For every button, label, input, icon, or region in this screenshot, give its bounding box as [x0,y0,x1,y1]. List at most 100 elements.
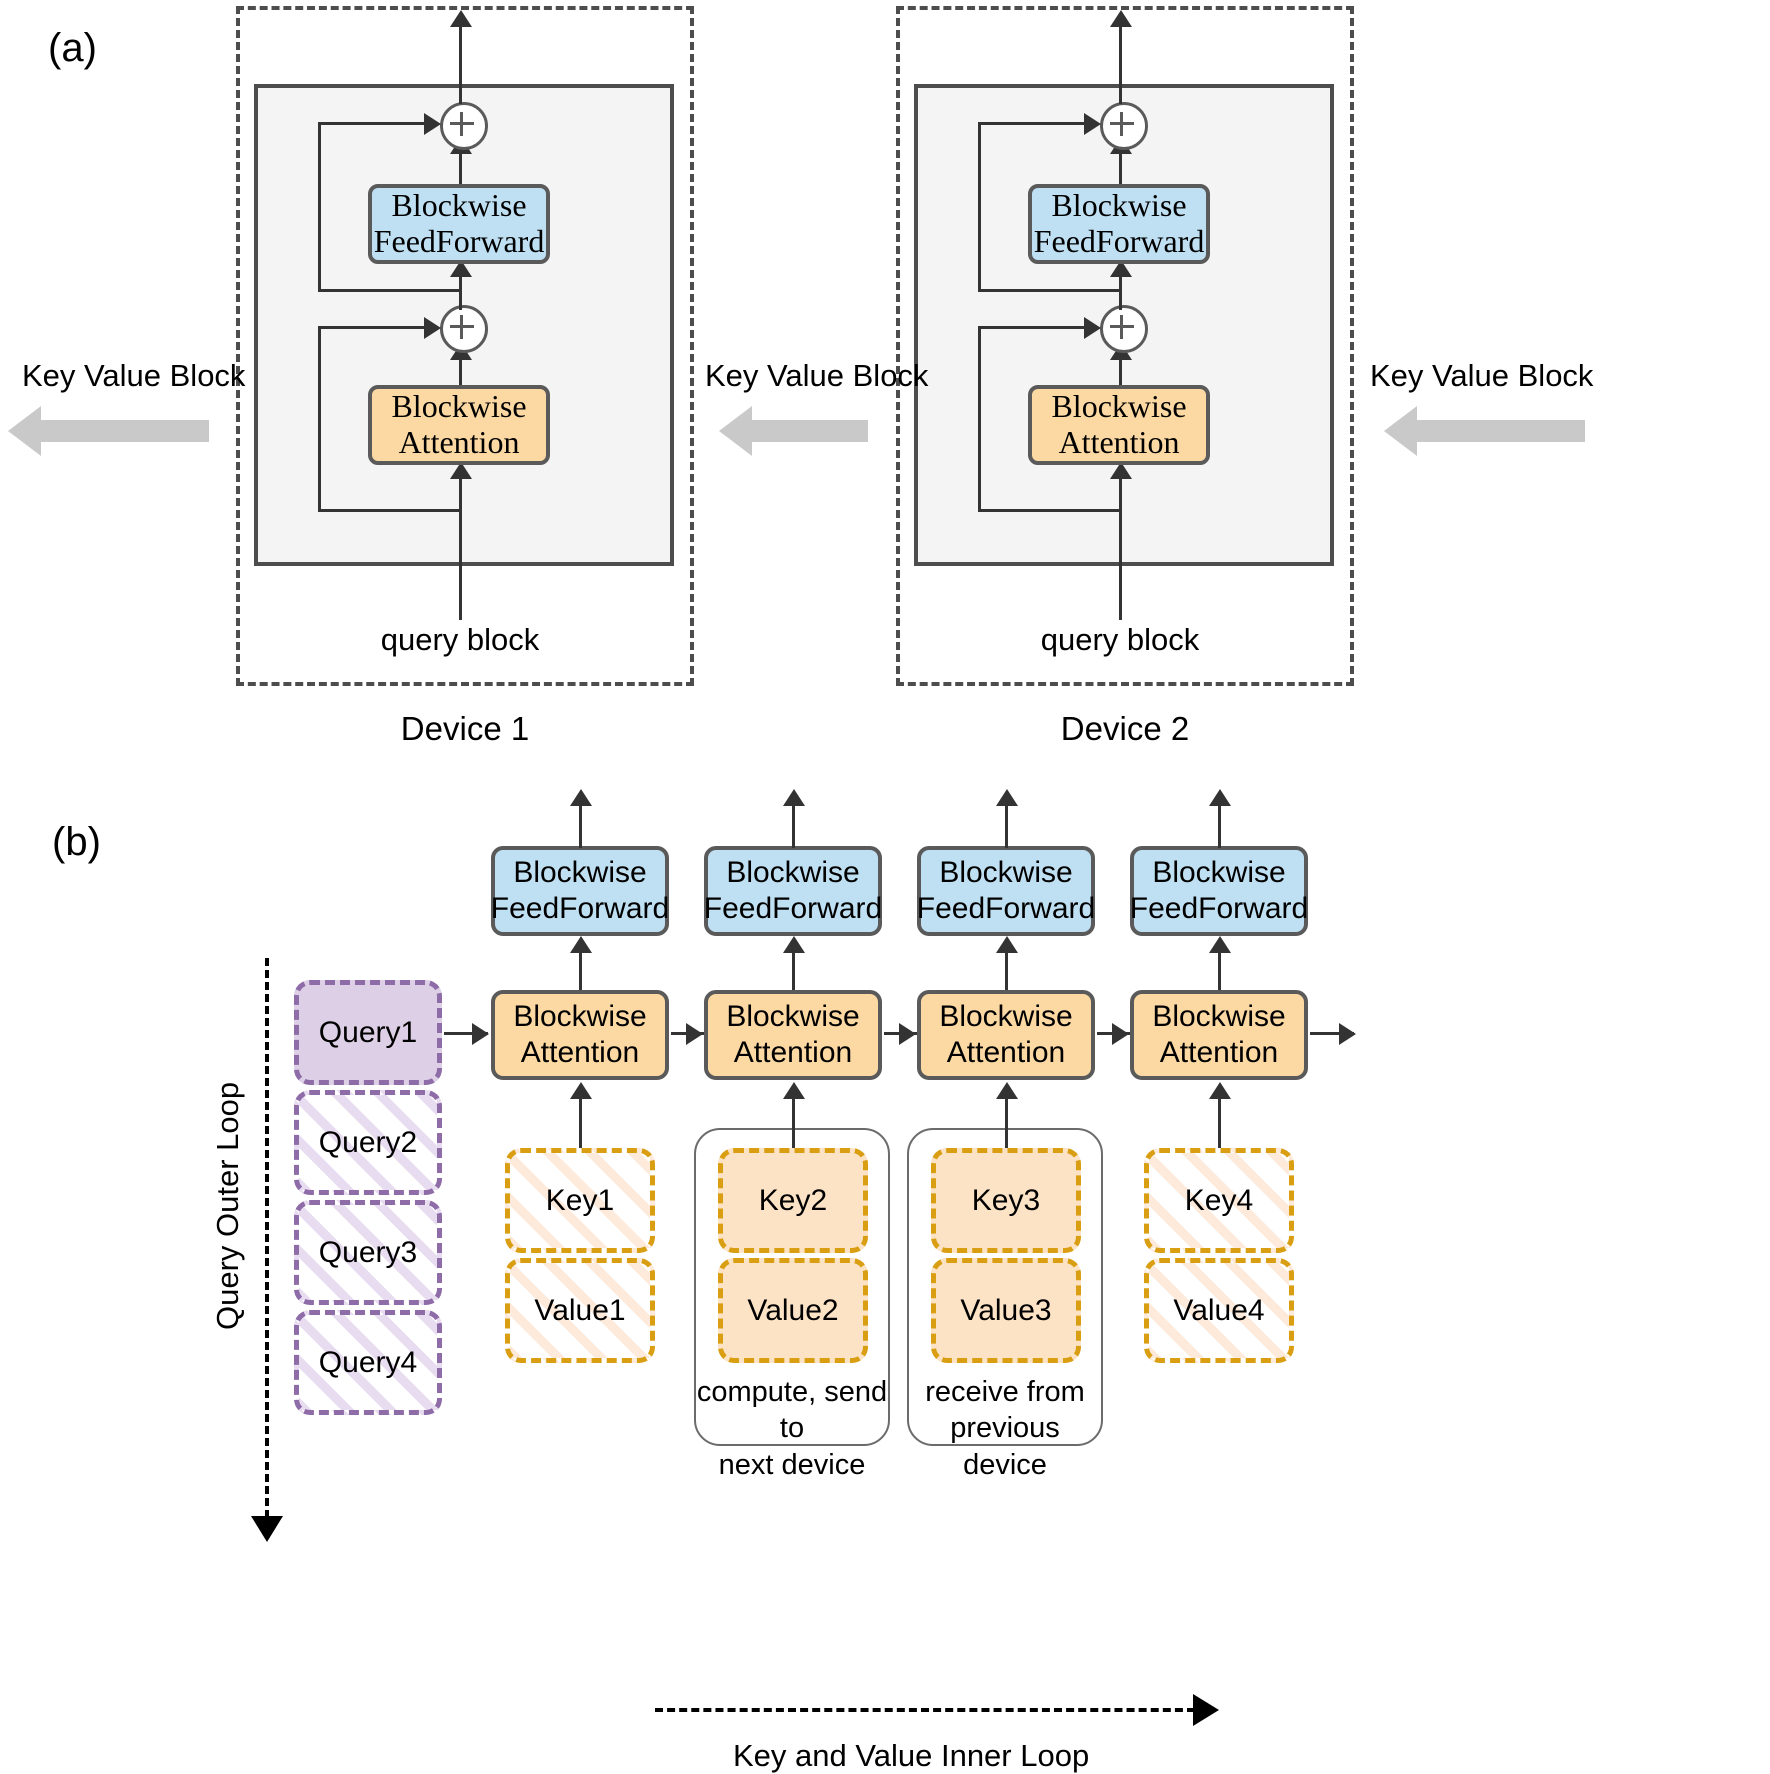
column-2-ff-out-line [792,800,795,848]
column-4-attn-to-ff-arrowhead [1209,936,1231,953]
panel-a-label: (a) [48,26,97,70]
column-4-value-block[interactable]: Value4 [1144,1258,1294,1363]
device-1-residual-2-vertical [318,122,321,292]
device-2-add-icon-2 [1100,102,1148,150]
column-2-to-column-3-arrowhead [899,1023,916,1045]
query-block-4[interactable]: Query4 [294,1310,442,1415]
device-2-line-q-to-attn [1119,478,1122,610]
column-3-to-column-4-arrowhead [1112,1023,1129,1045]
column-4-attn-to-ff-line [1218,948,1221,990]
query-block-2[interactable]: Query2 [294,1090,442,1195]
device-2-output-line [1119,22,1122,104]
query-to-attention-line [444,1032,488,1035]
kv-arrow-label-left: Key Value Block [22,358,246,393]
kv-arrow-shaft-left [41,420,209,442]
device-2-residual-2-top [978,122,1088,125]
inner-loop-arrowhead [1193,1694,1219,1726]
column-3-attn-to-ff-line [1005,948,1008,990]
device-1-residual-1-arrowhead [424,317,441,339]
column-1-attn-to-ff-arrowhead [570,936,592,953]
device-2-residual-1-arrowhead [1084,317,1101,339]
device-2-query-in-line [1119,566,1122,620]
column-3-key-label: Key3 [971,1183,1041,1217]
inner-loop-label: Key and Value Inner Loop [733,1738,1090,1773]
query-to-attention-arrowhead [472,1023,489,1045]
column-4-key-label: Key4 [1184,1183,1254,1217]
device-2-arrowhead-ff-in [1110,260,1132,277]
column-4-key-to-attn-line [1218,1090,1221,1150]
device-1-residual-2-bottom [318,289,461,292]
device-1-output-line [459,22,462,104]
device-1-add-icon-1 [440,305,488,353]
column-1-value-block[interactable]: Value1 [505,1258,655,1363]
column-1-key-to-attn-line [579,1090,582,1150]
column-2-ff-out-arrowhead [783,789,805,806]
query-block-3-label: Query3 [318,1235,418,1269]
column-3-ff-out-arrowhead [996,789,1018,806]
column-3-key-block[interactable]: Key3 [931,1148,1081,1253]
column-4-key-block[interactable]: Key4 [1144,1148,1294,1253]
column-4-ff-out-arrowhead [1209,789,1231,806]
column-1-key-block[interactable]: Key1 [505,1148,655,1253]
device-2-line-ff-up [1119,140,1122,190]
device-2-output-arrowhead [1110,10,1132,27]
column-3-value-block[interactable]: Value3 [931,1258,1081,1363]
device-2-residual-2-vertical [978,122,981,292]
device-2-caption: Device 2 [1060,710,1190,747]
column-1-key-label: Key1 [545,1183,615,1217]
query-block-2-label: Query2 [318,1125,418,1159]
column-3-attn-to-ff-arrowhead [996,936,1018,953]
column-3-ff-out-line [1005,800,1008,848]
query-block-1[interactable]: Query1 [294,980,442,1085]
query-block-3[interactable]: Query3 [294,1200,442,1305]
column-3-value-label: Value3 [960,1293,1052,1327]
kv-arrow-label-middle: Key Value Block [705,358,929,393]
query-outer-loop-arrowhead [251,1516,283,1542]
device-2-query-block-label: query block [1040,622,1200,657]
kv-arrow-head-right [1384,406,1417,456]
column-1-key-to-attn-arrowhead [570,1082,592,1099]
column-2-attn-to-ff-line [792,948,795,990]
panel-b-label: (b) [52,820,101,864]
inner-loop-axis [655,1708,1195,1712]
column-4-key-to-attn-arrowhead [1209,1082,1231,1099]
device-2-arrowhead-attn-in [1110,462,1132,479]
device-2-boundary [896,6,1354,686]
kv-arrow-shaft-right [1417,420,1585,442]
column-2-key-block[interactable]: Key2 [718,1148,868,1253]
device-1-residual-1-top [318,326,428,329]
device-1-caption: Device 1 [400,710,530,747]
column-2-value-block[interactable]: Value2 [718,1258,868,1363]
device-1-boundary [236,6,694,686]
device-1-residual-2-top [318,122,428,125]
column-1-ff-out-arrowhead [570,789,592,806]
device-1-add-icon-2 [440,102,488,150]
device-1-residual-1-vertical [318,326,321,512]
column-2-key-to-attn-arrowhead [783,1082,805,1099]
kv-arrow-shaft-middle [752,420,868,442]
query-outer-loop-axis [265,958,269,1518]
column-2-key-to-attn-line [792,1090,795,1150]
column-4-output-arrowhead [1339,1023,1356,1045]
query-outer-loop-label: Query Outer Loop [210,1081,245,1330]
column-4-output-line [1310,1032,1354,1035]
